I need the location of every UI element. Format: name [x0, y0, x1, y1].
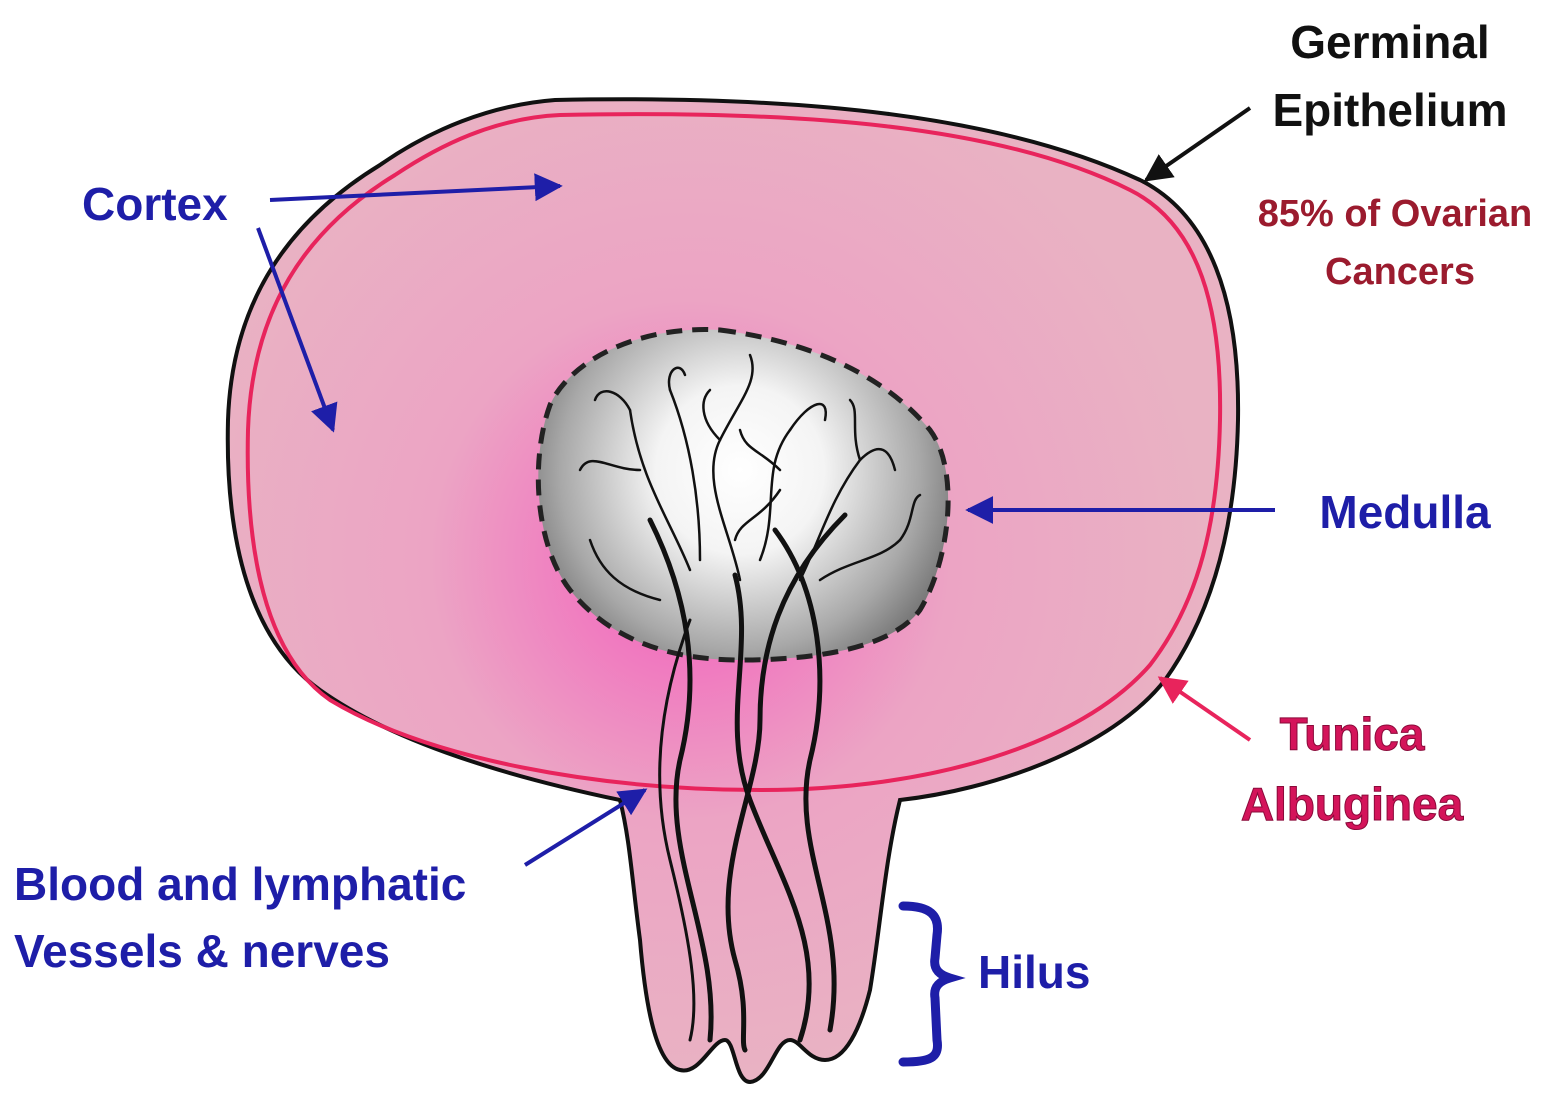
tunica-albuginea-label-line1: Tunica	[1280, 708, 1425, 760]
tunica-arrow	[1160, 678, 1250, 740]
ovarian-cancer-note-line1: 85% of Ovarian	[1258, 193, 1533, 235]
hilus-label: Hilus	[978, 946, 1090, 998]
vessels-label-line2: Vessels & nerves	[14, 925, 390, 977]
ovarian-cancer-note-line2: Cancers	[1325, 251, 1475, 293]
hilus-brace	[903, 906, 950, 1062]
cortex-label: Cortex	[82, 178, 228, 230]
medulla-label: Medulla	[1319, 486, 1491, 538]
vessels-label-line1: Blood and lymphatic	[14, 858, 466, 910]
germinal-epithelium-label-line2: Epithelium	[1272, 84, 1507, 136]
germinal-epithelium-label-line1: Germinal	[1290, 16, 1489, 68]
tunica-albuginea-label-line2: Albuginea	[1241, 778, 1464, 830]
germinal-arrow	[1146, 108, 1250, 180]
